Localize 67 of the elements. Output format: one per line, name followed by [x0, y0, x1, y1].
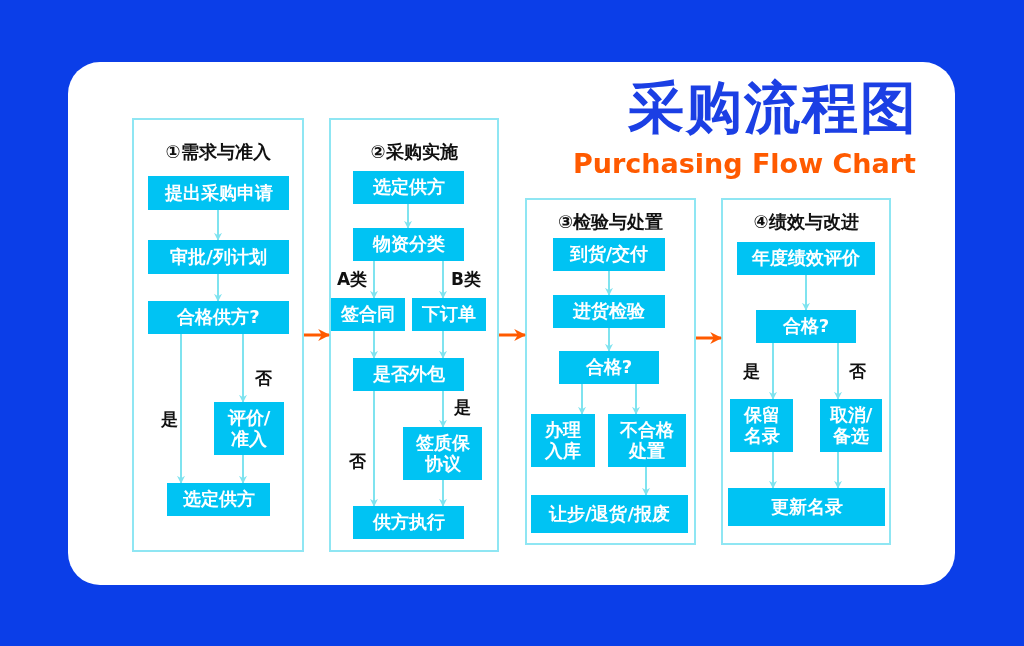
panel-heading: ②采购实施	[370, 140, 458, 164]
arrow	[769, 451, 777, 489]
arrow	[834, 451, 842, 489]
process-box: 到货/交付	[553, 238, 665, 271]
arrow	[499, 329, 527, 341]
panel-heading: ④绩效与改进	[753, 210, 859, 234]
process-box: 选定供方	[353, 171, 464, 204]
arrow	[605, 327, 613, 352]
process-box: 更新名录	[728, 488, 885, 526]
edge-label: B类	[450, 270, 482, 289]
arrow	[439, 260, 447, 299]
process-box: 供方执行	[353, 506, 464, 539]
arrow	[239, 333, 247, 403]
panel	[329, 118, 499, 552]
arrow	[578, 383, 586, 415]
edge-label: 是	[453, 398, 472, 417]
arrow	[370, 260, 378, 299]
panel	[132, 118, 304, 552]
process-box: 合格?	[559, 351, 659, 384]
arrow	[439, 479, 447, 507]
process-box: 选定供方	[167, 483, 270, 516]
edge-label: 否	[348, 452, 367, 471]
panel-heading: ③检验与处置	[557, 210, 664, 234]
edge-label: 否	[254, 369, 273, 388]
arrow	[177, 333, 185, 484]
process-box: 保留名录	[730, 399, 793, 452]
process-box: 下订单	[412, 298, 486, 331]
process-box: 不合格处置	[608, 414, 686, 467]
process-box: 进货检验	[553, 295, 665, 328]
process-box: 取消/备选	[820, 399, 882, 452]
subtitle: Purchasing Flow Chart	[571, 150, 916, 177]
process-box: 让步/退货/报废	[531, 495, 688, 533]
arrow	[404, 203, 412, 229]
arrow	[214, 273, 222, 302]
arrow	[802, 274, 810, 311]
panel	[721, 198, 891, 545]
edge-label: 否	[848, 362, 867, 381]
arrow	[439, 330, 447, 359]
process-box: 合格?	[756, 310, 856, 343]
process-box: 办理入库	[531, 414, 595, 467]
process-box: 审批/列计划	[148, 240, 289, 274]
process-box: 年度绩效评价	[737, 242, 875, 275]
edge-label: 是	[160, 410, 179, 429]
process-box: 物资分类	[353, 228, 464, 261]
edge-label: A类	[336, 270, 369, 289]
arrow	[769, 342, 777, 400]
arrow	[834, 342, 842, 400]
process-box: 签合同	[331, 298, 405, 331]
panel	[525, 198, 696, 545]
arrow	[696, 332, 723, 344]
process-box: 签质保协议	[403, 427, 482, 480]
arrow	[605, 270, 613, 296]
arrow	[304, 329, 331, 341]
arrow	[214, 209, 222, 241]
process-box: 合格供方?	[148, 301, 289, 334]
process-box: 评价/准入	[214, 402, 284, 455]
process-box: 提出采购申请	[148, 176, 289, 210]
arrow	[370, 390, 378, 507]
arrow	[632, 383, 640, 415]
arrow	[370, 330, 378, 359]
arrow	[439, 390, 447, 428]
title: 采购流程图	[627, 80, 918, 136]
arrow	[239, 454, 247, 484]
arrow	[642, 466, 650, 496]
panel-heading: ①需求与准入	[165, 140, 271, 164]
process-box: 是否外包	[353, 358, 464, 391]
edge-label: 是	[742, 362, 761, 381]
